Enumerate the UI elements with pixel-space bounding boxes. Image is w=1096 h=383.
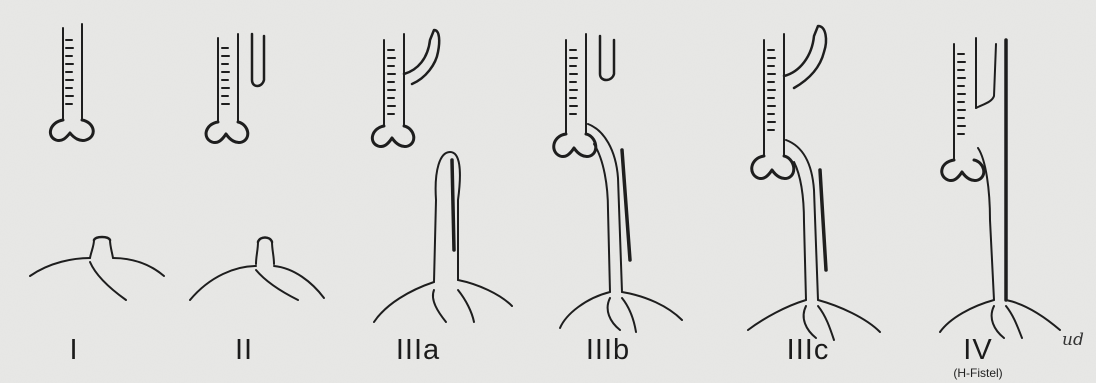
type-label-i: I [14, 334, 134, 367]
artist-signature: ud [1062, 330, 1084, 350]
type-label-iiib: IIIb [548, 334, 668, 367]
type-label-iiic: IIIc [748, 334, 868, 367]
type-label-iiia: IIIa [358, 334, 478, 367]
type-label-ii: II [184, 334, 304, 367]
type-label-iv: IV [918, 334, 1038, 367]
type-sublabel-iv: (H-Fistel) [908, 366, 1048, 380]
